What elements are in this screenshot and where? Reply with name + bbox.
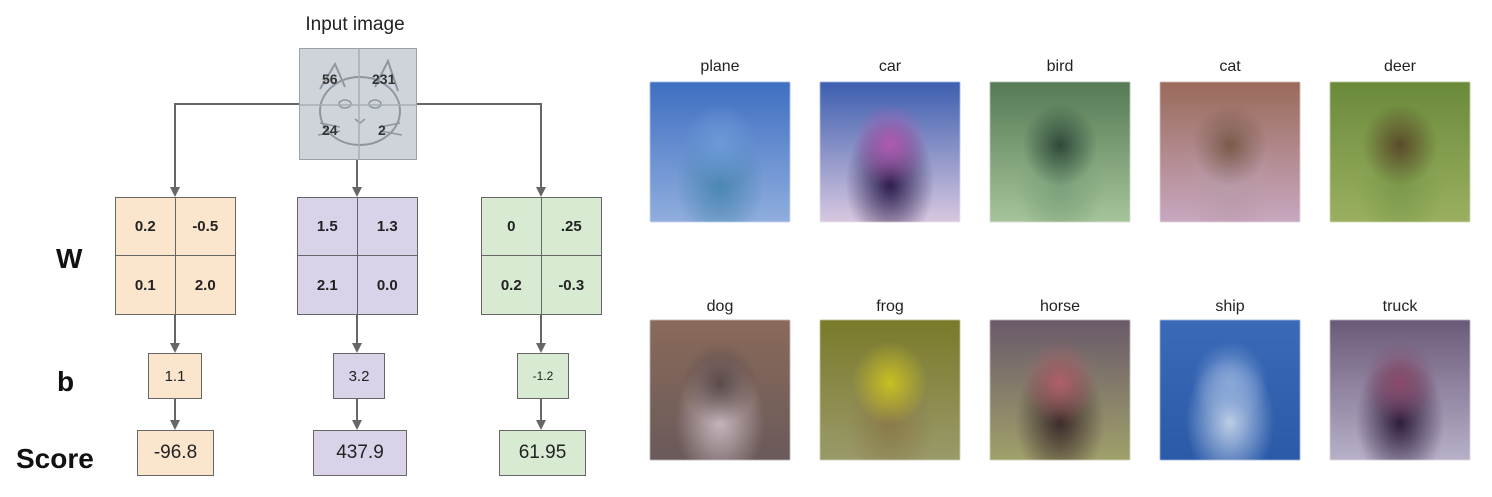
weight-cell: 0.2 [482, 256, 542, 314]
weight-cell: 2.1 [298, 256, 358, 314]
input-pixel: 2 [378, 122, 386, 138]
template-image [1330, 82, 1470, 222]
class-label: ship [1215, 298, 1245, 315]
template-image [1330, 320, 1470, 460]
score-box: 61.95 [499, 430, 586, 476]
cat-sketch-icon [300, 49, 416, 159]
row-label-score: Score [16, 443, 94, 474]
class-label: dog [706, 298, 734, 315]
class-label: deer [1383, 58, 1417, 75]
weight-cell: 0 [482, 198, 542, 256]
template-image [650, 320, 790, 460]
row-label-w: W [56, 243, 83, 274]
class-label: frog [876, 298, 904, 315]
template-image [1160, 82, 1300, 222]
weight-cell: .25 [541, 198, 601, 256]
weight-cell: 0.2 [116, 198, 176, 256]
weight-cell: 0.1 [116, 256, 176, 314]
template-image [990, 82, 1130, 222]
class-label: horse [1039, 298, 1081, 315]
weight-cell: 1.5 [298, 198, 358, 256]
template-image [820, 82, 960, 222]
score-box: 437.9 [313, 430, 407, 476]
weight-cell: 0.0 [376, 276, 398, 294]
weight-matrix: 0.2 -0.5 0.1 2.0 [115, 197, 236, 315]
weight-cell: -0.5 [175, 198, 235, 256]
arrows-layer [170, 103, 546, 430]
class-label: plane [700, 58, 740, 75]
arrow-input-to-w-3 [417, 103, 546, 197]
score-box: -96.8 [137, 430, 214, 476]
weight-cell: 2.0 [194, 276, 216, 294]
template-image [990, 320, 1130, 460]
weight-cell: -0.3 [558, 276, 585, 294]
bias-box: 1.1 [148, 353, 202, 399]
row-label-b: b [57, 366, 75, 397]
template-image [820, 320, 960, 460]
input-image: 56 231 24 2 [299, 48, 417, 160]
class-label: truck [1382, 298, 1418, 315]
class-label: cat [1219, 58, 1241, 75]
weight-matrix: 1.5 1.3 2.1 0.0 [297, 197, 418, 315]
input-pixel: 56 [322, 71, 338, 87]
input-image-title: Input image [305, 14, 405, 35]
template-image [650, 82, 790, 222]
weight-matrix: 0 .25 0.2 -0.3 [481, 197, 602, 315]
bias-box: 3.2 [333, 353, 385, 399]
template-image [1160, 320, 1300, 460]
class-label: bird [1046, 58, 1074, 75]
class-label: car [878, 58, 902, 75]
input-pixel: 24 [322, 122, 338, 138]
bias-box: -1.2 [517, 353, 569, 399]
arrow-input-to-w-1 [170, 103, 299, 197]
input-pixel: 231 [372, 71, 396, 87]
weight-cell: 1.3 [357, 198, 417, 256]
